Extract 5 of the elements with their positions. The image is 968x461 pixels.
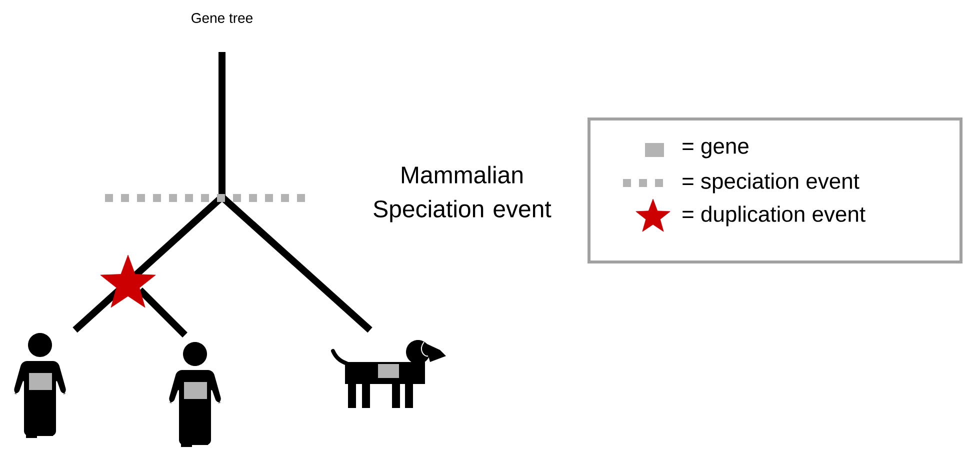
legend-text: = speciation event: [682, 172, 860, 194]
event-label: Mammalian Speciation event: [374, 166, 552, 222]
legend-text: = duplication event: [682, 206, 866, 226]
legend-text: = gene: [682, 142, 748, 158]
title: Gene tree: [192, 13, 252, 23]
